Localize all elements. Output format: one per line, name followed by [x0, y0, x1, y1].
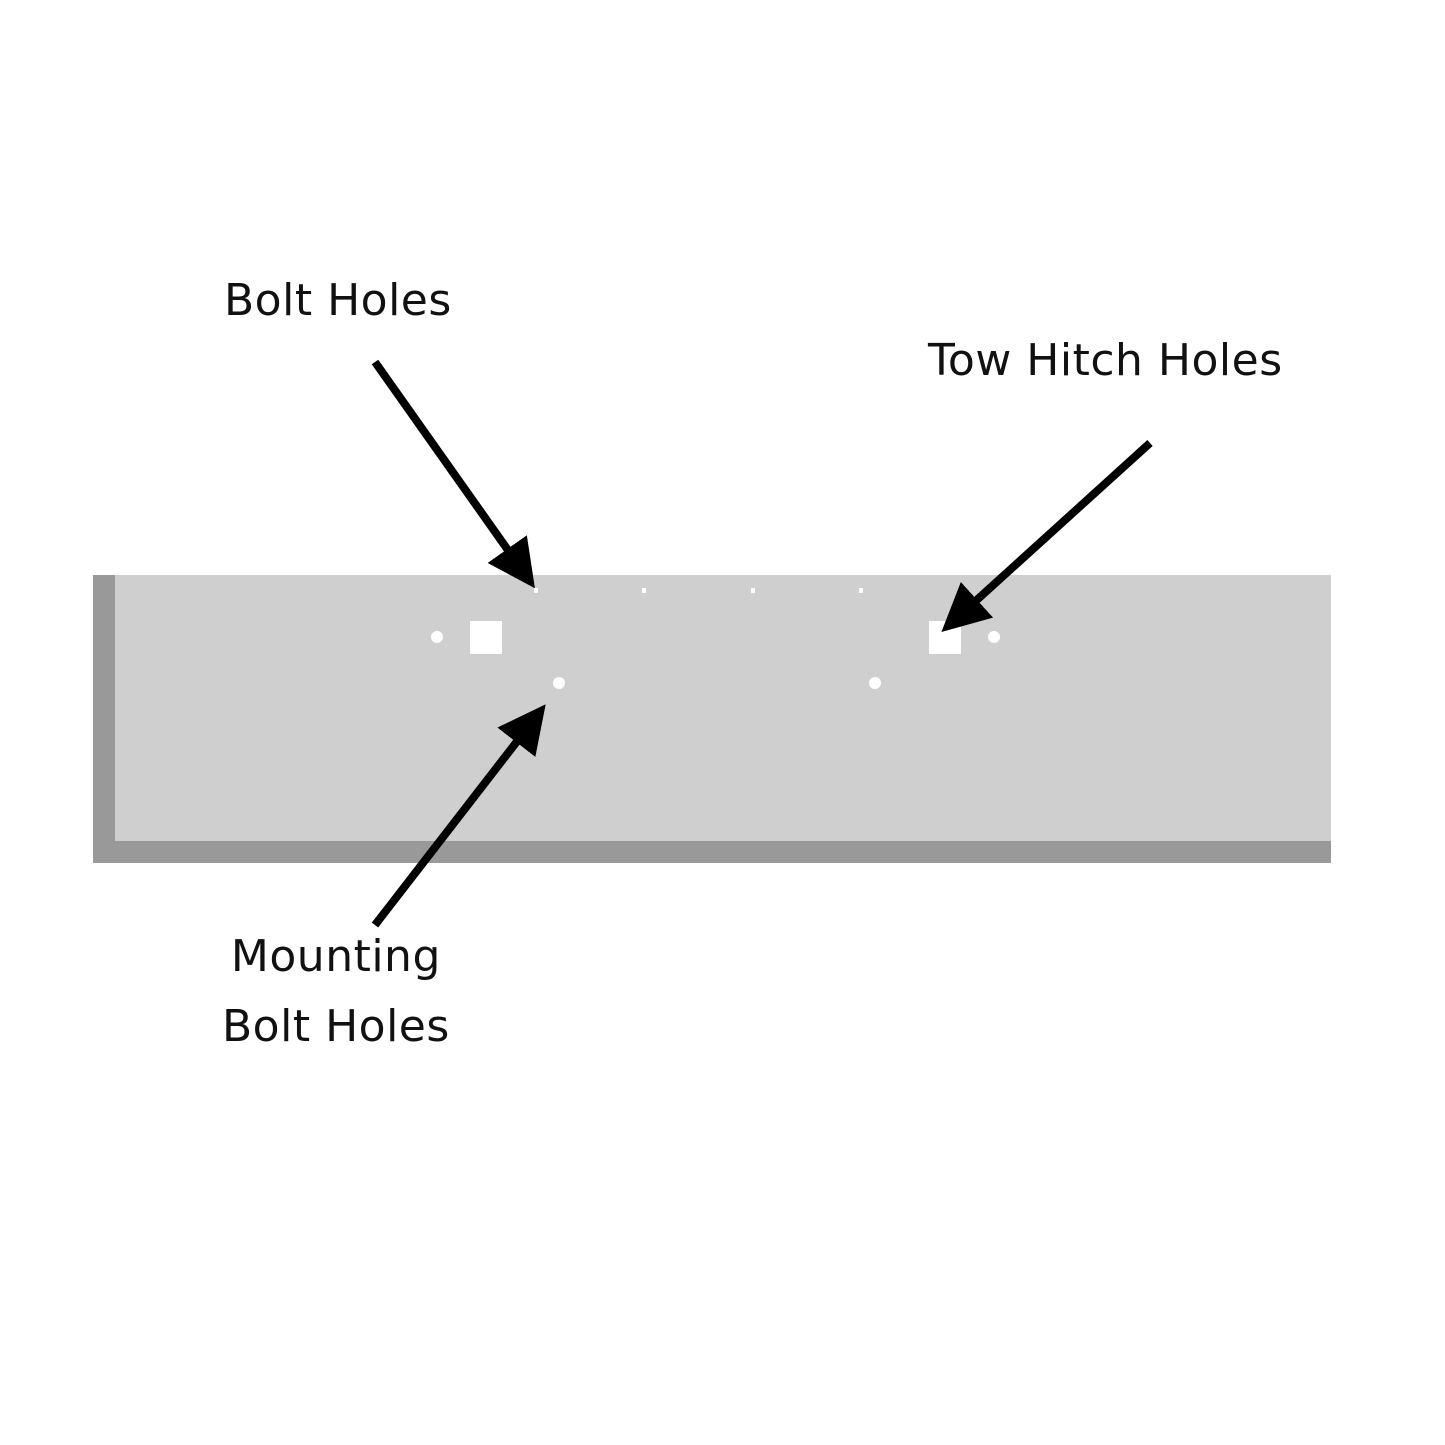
- bolt-hole: [642, 588, 646, 593]
- arrow-mounting-bolt-holes: [371, 704, 546, 928]
- bolt-hole: [859, 588, 863, 593]
- mounting-bolt-holes-label: Mounting Bolt Holes: [222, 922, 450, 1062]
- side-hole-right: [988, 631, 1000, 643]
- tow-hitch-hole-left: [470, 621, 502, 654]
- bolt-hole: [751, 588, 755, 593]
- mounting-label-line2: Bolt Holes: [222, 1001, 450, 1052]
- arrow-tow-hitch-holes: [941, 440, 1153, 633]
- mounting-label-line1: Mounting: [230, 931, 441, 982]
- arrow-bolt-holes: [371, 359, 535, 589]
- side-hole-left: [431, 631, 443, 643]
- bolt-hole: [534, 588, 538, 593]
- mounting-bolt-hole-left: [553, 677, 565, 689]
- tow-hitch-hole-right: [929, 621, 961, 654]
- bolt-holes-label: Bolt Holes: [224, 275, 452, 326]
- bumper-plate: [115, 575, 1331, 841]
- tow-hitch-holes-label: Tow Hitch Holes: [928, 335, 1283, 386]
- mounting-bolt-hole-right: [869, 677, 881, 689]
